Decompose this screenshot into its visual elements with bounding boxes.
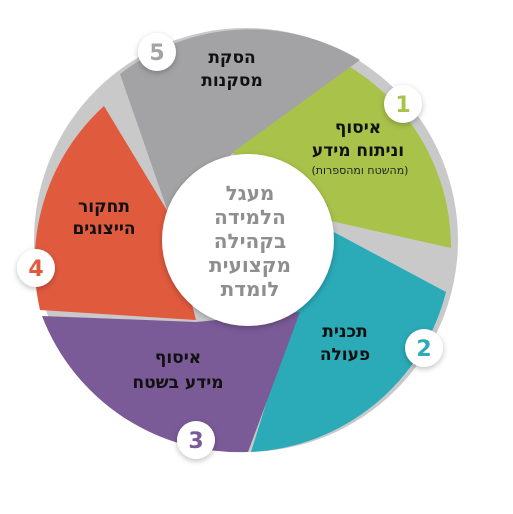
number-badge-4: 4: [17, 249, 55, 287]
number-badge-1: 1: [384, 85, 422, 123]
center-circle: [162, 154, 334, 326]
segment-3-shape: [42, 312, 300, 453]
number-4: 4: [28, 257, 43, 282]
segment-1-title-line-2: וניתוח מידע: [312, 141, 404, 161]
segment-4-title-line-1: תחקור: [78, 197, 130, 217]
center-line-3: בקהילה: [214, 229, 286, 253]
segment-1-title-line-1: איסוף: [335, 118, 381, 138]
center-line-5: לומדת: [221, 277, 280, 301]
center-line-4: מקצועית: [209, 253, 291, 277]
segment-2-title-line-1: תכנית: [322, 322, 368, 342]
center-line-2: הלמידה: [214, 205, 286, 229]
center-line-1: מעגל: [226, 181, 275, 205]
segment-2-shape: [251, 205, 446, 452]
segment-5-shape: [120, 29, 360, 213]
number-badge-5: 5: [138, 33, 176, 71]
segment-5-title-line-1: הסקת: [208, 48, 255, 68]
number-5: 5: [149, 41, 164, 66]
segment-3-title-line-1: איסוף: [155, 348, 201, 368]
center-title: מעגל הלמידה בקהילה מקצועית לומדת: [209, 181, 291, 301]
number-1: 1: [395, 93, 410, 118]
segment-4-title-line-2: הייצוגים: [72, 219, 135, 239]
number-2: 2: [416, 337, 431, 362]
segment-2-title-line-2: פעולה: [320, 345, 370, 365]
number-badge-3: 3: [177, 421, 215, 459]
number-badge-2: 2: [405, 329, 443, 367]
segment-5-title-line-2: מסקנות: [201, 71, 263, 91]
segment-1-subtitle: (מהשטח ומהספרות): [312, 164, 409, 177]
number-3: 3: [188, 429, 203, 454]
segment-4-shape: [34, 106, 197, 320]
segment-3-title-line-2: מידע בשטח: [132, 373, 223, 393]
